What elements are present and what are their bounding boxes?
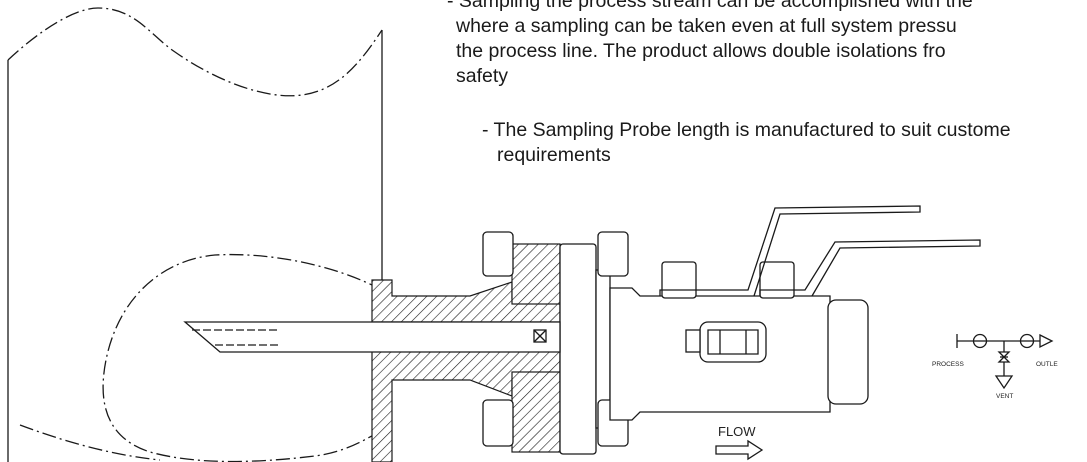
schematic-process-label: PROCESS bbox=[932, 361, 964, 368]
stem-side bbox=[685, 329, 701, 353]
schematic-outlet-label: OUTLE bbox=[1036, 361, 1058, 368]
valve-end-cap bbox=[827, 299, 869, 405]
flange-plate bbox=[559, 243, 597, 455]
flow-arrow bbox=[715, 439, 764, 461]
flow-envelope-phantom bbox=[102, 253, 383, 462]
bullet1-line2: where a sampling can be taken even at fu… bbox=[456, 15, 957, 37]
pipe-top-phantom bbox=[7, 7, 383, 97]
schematic-vent-label: VENT bbox=[996, 393, 1013, 400]
lower-pipe-phantom bbox=[19, 424, 161, 461]
valve-handle-upper bbox=[659, 205, 921, 297]
valve-handle-lower bbox=[759, 239, 981, 297]
flow-label: FLOW bbox=[718, 424, 756, 439]
flange-lower bbox=[511, 371, 561, 453]
bonnet-nut-left bbox=[661, 261, 697, 299]
bonnet-nut-right bbox=[759, 261, 795, 299]
bullet1-line4: safety bbox=[456, 65, 509, 87]
flange-upper bbox=[511, 243, 561, 305]
bullet1-line1: - Sampling the process stream can be acc… bbox=[447, 0, 973, 12]
bolt-upper-right bbox=[597, 231, 629, 277]
bolt-lower-left bbox=[482, 399, 514, 447]
sampling-probe bbox=[183, 321, 561, 353]
bullet2-line2: requirements bbox=[497, 144, 611, 166]
stem-block bbox=[699, 321, 767, 363]
bullet2-line1: - The Sampling Probe length is manufactu… bbox=[482, 119, 1011, 141]
bullet1-line3: the process line. The product allows dou… bbox=[456, 40, 946, 62]
valve-schematic bbox=[956, 333, 1054, 390]
bolt-upper-left bbox=[482, 231, 514, 277]
